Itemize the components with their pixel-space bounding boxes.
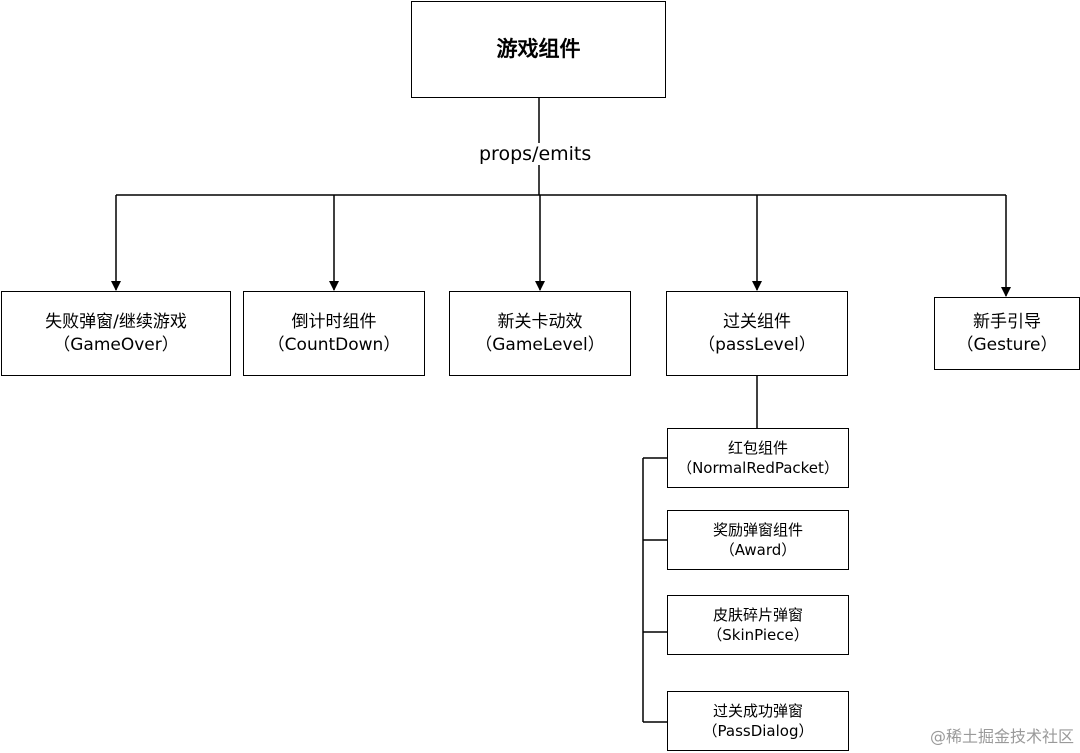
node-gameover-subtitle: （GameOver）	[53, 334, 179, 355]
node-countdown: 倒计时组件 （CountDown）	[243, 291, 425, 376]
node-gamelevel-title: 新关卡动效	[497, 311, 583, 332]
node-skinpiece-title: 皮肤碎片弹窗	[712, 605, 803, 624]
node-gameover-title: 失败弹窗/继续游戏	[45, 311, 187, 332]
root-node: 游戏组件	[411, 1, 666, 98]
node-gesture-subtitle: （Gesture）	[956, 334, 1058, 355]
node-gesture-title: 新手引导	[973, 311, 1041, 332]
node-award: 奖励弹窗组件 （Award）	[667, 510, 849, 570]
root-title: 游戏组件	[496, 37, 581, 62]
node-redpacket-title: 红包组件	[727, 438, 788, 457]
node-gesture: 新手引导 （Gesture）	[934, 297, 1080, 370]
node-gamelevel-subtitle: （GameLevel）	[475, 334, 605, 355]
node-passlevel-subtitle: （passLevel）	[698, 334, 816, 355]
node-redpacket: 红包组件 （NormalRedPacket）	[667, 428, 849, 488]
node-skinpiece: 皮肤碎片弹窗 （SkinPiece）	[667, 595, 849, 655]
node-passdialog-title: 过关成功弹窗	[712, 701, 803, 720]
node-skinpiece-subtitle: （SkinPiece）	[707, 626, 809, 644]
node-passlevel: 过关组件 （passLevel）	[666, 291, 848, 376]
node-countdown-subtitle: （CountDown）	[267, 334, 401, 355]
watermark: @稀土掘金技术社区	[929, 727, 1074, 746]
node-passdialog: 过关成功弹窗 （PassDialog）	[667, 691, 849, 751]
node-award-title: 奖励弹窗组件	[712, 520, 803, 539]
node-gameover: 失败弹窗/继续游戏 （GameOver）	[1, 291, 231, 376]
node-redpacket-subtitle: （NormalRedPacket）	[677, 459, 839, 477]
node-countdown-title: 倒计时组件	[291, 311, 377, 332]
edge-label: props/emits	[476, 143, 595, 165]
node-passdialog-subtitle: （PassDialog）	[702, 722, 814, 740]
node-passlevel-title: 过关组件	[723, 311, 791, 332]
node-gamelevel: 新关卡动效 （GameLevel）	[449, 291, 631, 376]
node-award-subtitle: （Award）	[719, 541, 797, 559]
